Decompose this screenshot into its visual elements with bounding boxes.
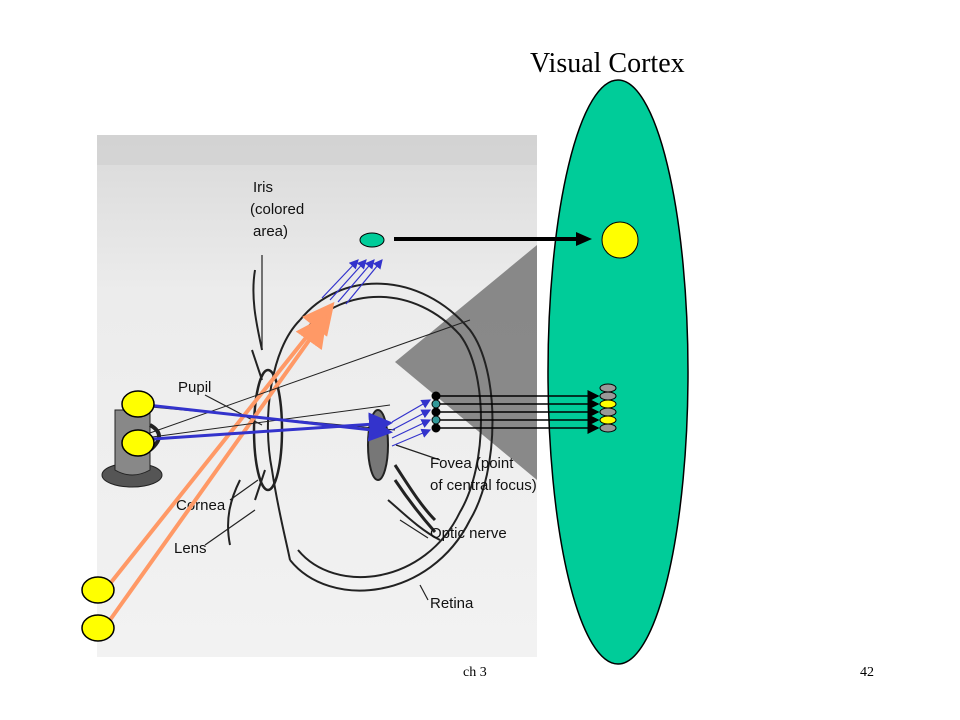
fovea-to-cortex-arrows — [440, 390, 600, 434]
light-beam — [395, 245, 537, 480]
label-retina: Retina — [430, 595, 474, 612]
page-title: Visual Cortex — [530, 48, 685, 79]
receptor-dots — [431, 391, 441, 433]
eye-diagram — [227, 269, 494, 592]
label-fovea-central: of central focus) — [430, 477, 537, 494]
cup-to-fovea-rays — [137, 402, 393, 442]
retina-to-cell-arrows-top — [321, 259, 383, 305]
label-fovea: Fovea (point — [430, 455, 514, 472]
retina-cell — [359, 232, 385, 248]
label-cornea: Cornea — [176, 497, 226, 514]
label-iris-colored: (colored — [250, 201, 304, 218]
cortex-cells — [599, 383, 617, 433]
footer-page-number: 42 — [860, 665, 874, 680]
stimulus-circles — [81, 390, 155, 642]
fovea-to-cell-arrows — [391, 399, 432, 447]
label-iris: Iris — [253, 179, 273, 196]
retina-to-cortex-arrow — [394, 232, 592, 246]
label-lens: Lens — [174, 540, 207, 557]
cortex-stimulus — [601, 221, 639, 259]
label-pupil: Pupil — [178, 379, 211, 396]
label-iris-area: area) — [253, 223, 288, 240]
visual-cortex — [547, 79, 689, 665]
footer-chapter: ch 3 — [463, 665, 487, 680]
label-optic-nerve: Optic nerve — [430, 525, 507, 542]
light-rays — [103, 301, 335, 622]
